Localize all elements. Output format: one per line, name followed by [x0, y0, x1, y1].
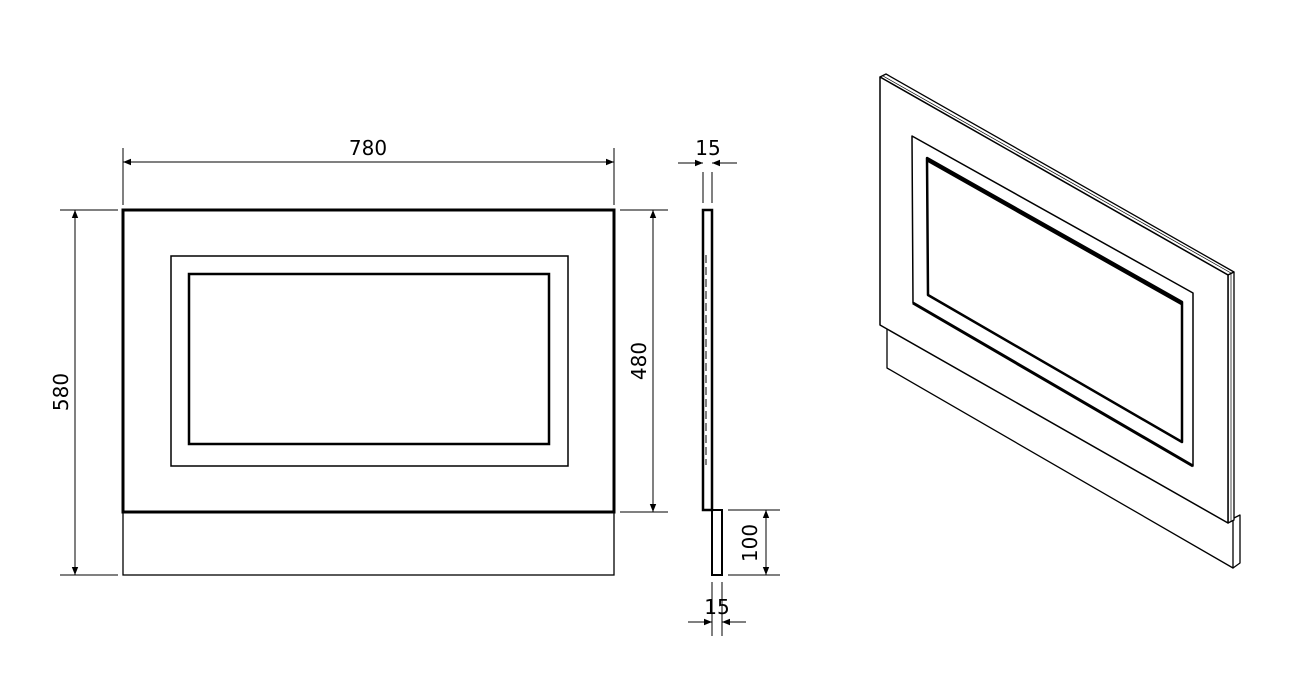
width-dimension: [122, 148, 615, 205]
iso-frame-inner: [925, 156, 1184, 444]
bottom-thickness-label: 15: [704, 595, 729, 619]
top-thickness-dimension: [678, 159, 737, 203]
height-dimension: [60, 209, 118, 576]
iso-frame-shadow-top: [926, 158, 1183, 306]
bottom-thickness-dimension: [688, 582, 746, 636]
isometric-view: [879, 73, 1241, 569]
plinth-outline: [122, 511, 615, 576]
side-panel-outline: [701, 208, 714, 512]
height-label: 580: [49, 373, 73, 411]
top-thickness-label: 15: [695, 136, 720, 160]
panel-height-dimension: [620, 209, 668, 513]
width-label: 780: [349, 136, 387, 160]
front-view: [60, 148, 668, 576]
iso-frame-shadow-bottom: [912, 301, 1194, 468]
frame-outer: [170, 255, 569, 467]
side-plinth-outline: [711, 509, 723, 576]
side-view: [678, 159, 780, 636]
plinth-height-dimension: [728, 509, 780, 576]
panel-height-label: 480: [627, 342, 651, 380]
iso-top-edge-chamfer: [882, 75, 1232, 274]
plinth-height-label: 100: [738, 524, 762, 562]
frame-inner: [187, 272, 551, 446]
